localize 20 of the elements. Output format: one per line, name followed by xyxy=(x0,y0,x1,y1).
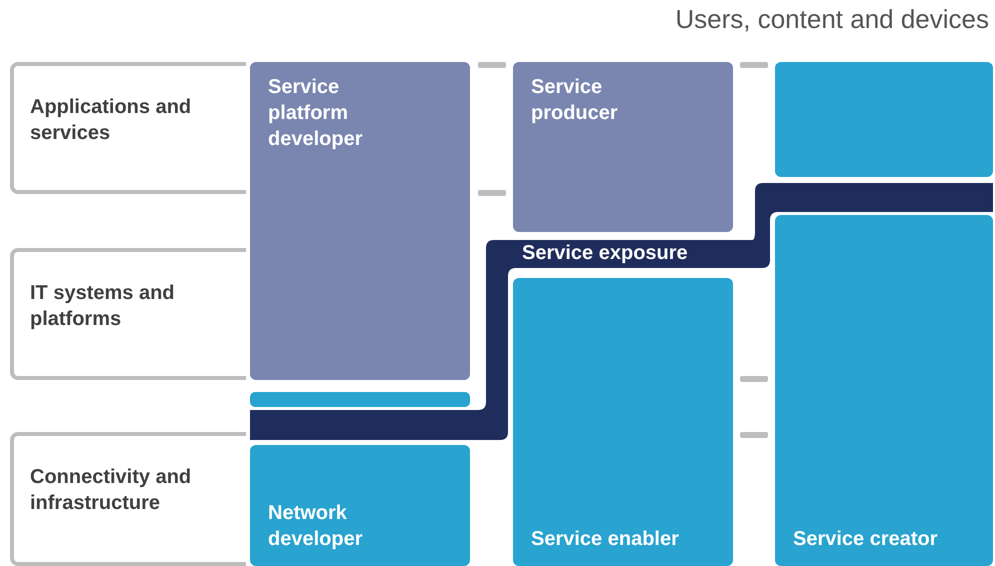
layer-label: Applications and services xyxy=(30,95,192,146)
role-label: Service creator xyxy=(793,527,939,552)
layer-bracket xyxy=(10,248,246,380)
role-box xyxy=(250,445,470,566)
band-label: Service exposure xyxy=(522,242,688,265)
layer-bracket xyxy=(10,432,246,566)
layer-label: Connectivity and infrastructure xyxy=(30,465,192,516)
role-box xyxy=(513,278,733,566)
layer-bracket xyxy=(10,62,246,194)
role-label: Service enabler xyxy=(531,527,680,552)
diagram-title: Users, content and devices xyxy=(675,4,989,35)
role-box xyxy=(250,62,470,380)
role-label: Service producer xyxy=(531,75,619,126)
role-box xyxy=(775,62,993,177)
strip-bar xyxy=(250,392,470,407)
role-box xyxy=(775,215,993,566)
role-label: Service platform developer xyxy=(268,75,364,152)
layer-label: IT systems and platforms xyxy=(30,281,176,332)
role-box xyxy=(513,62,733,232)
role-label: Network developer xyxy=(268,501,364,552)
